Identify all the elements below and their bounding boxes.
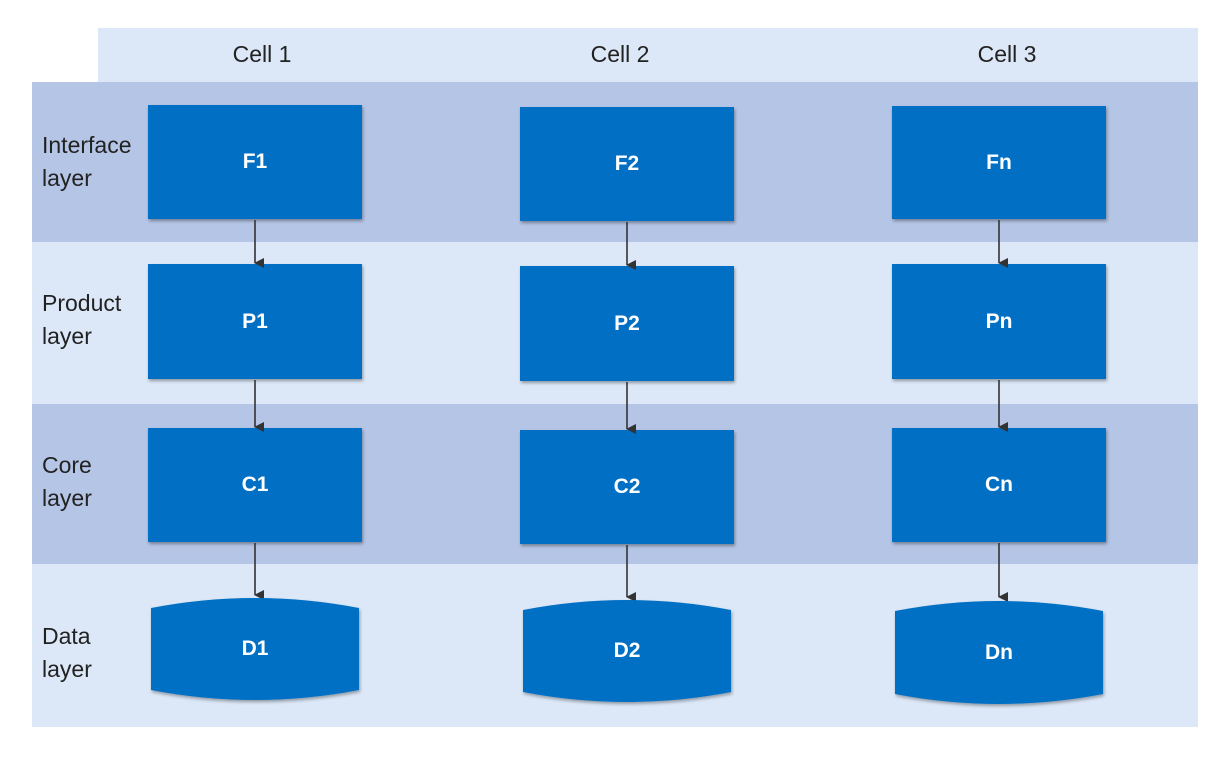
row-label-interface: Interface layer	[42, 132, 132, 191]
column-header-band	[98, 28, 1198, 82]
node-p2: P2	[520, 266, 734, 381]
node-d2-shape	[523, 600, 731, 702]
column-header-cell-2: Cell 2	[590, 41, 650, 67]
row-label-core: Core layer	[42, 452, 92, 511]
row-label-product: Product layer	[42, 290, 122, 349]
node-c1: C1	[148, 428, 362, 542]
row-label-data: Data layer	[42, 623, 92, 682]
node-d2: D2	[614, 639, 641, 662]
node-f2: F2	[520, 107, 734, 221]
node-cn: Cn	[892, 428, 1106, 542]
node-f1: F1	[148, 105, 362, 219]
node-pn: Pn	[892, 264, 1106, 379]
column-header-cell-3: Cell 3	[977, 41, 1037, 67]
node-dn-shape	[895, 601, 1103, 704]
node-p1: P1	[148, 264, 362, 379]
node-d1: D1	[242, 637, 269, 660]
node-fn: Fn	[892, 106, 1106, 219]
node-dn: Dn	[985, 641, 1013, 664]
node-c2: C2	[520, 430, 734, 544]
node-d1-shape	[151, 598, 359, 700]
column-header-cell-1: Cell 1	[232, 41, 292, 67]
